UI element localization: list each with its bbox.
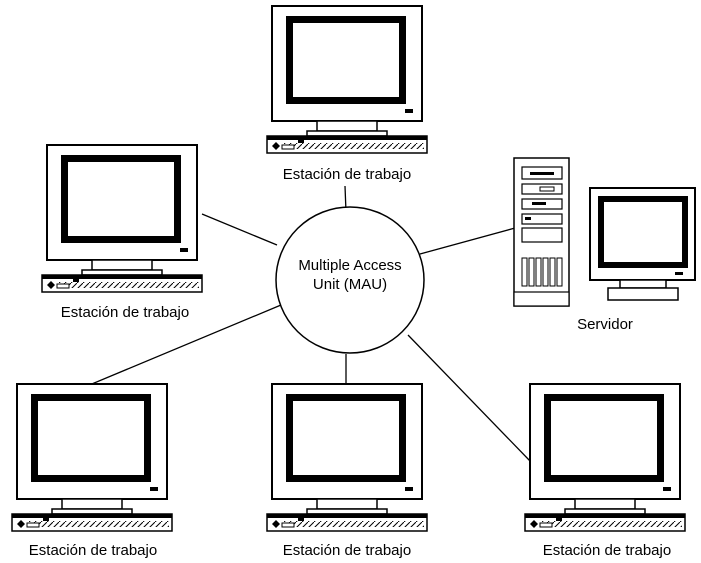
hub-label-line1: Multiple Access [298,257,402,274]
label-workstation-bottom-left: Estación de trabajo [28,542,158,559]
workstation-bottom-right [524,383,686,532]
workstation-bottom-center [266,383,428,532]
workstation-bottom-left [11,383,173,532]
link-bottom-right [407,334,532,463]
link-bottom-left [86,304,282,387]
label-server: Servidor [577,316,633,333]
hub-label-line2: Unit (MAU) [312,276,388,293]
workstation-top [266,5,428,154]
workstation-left [41,144,203,293]
label-workstation-bottom-right: Estación de trabajo [542,542,672,559]
link-left [201,213,278,246]
link-server [419,227,516,255]
mau-hub-label: Multiple Access Unit (MAU) [272,256,428,294]
connection-lines [86,185,532,463]
label-workstation-bottom-center: Estación de trabajo [282,542,412,559]
server-icon [513,157,696,307]
mau-hub-circle [275,206,425,354]
label-workstation-top: Estación de trabajo [282,166,412,183]
label-workstation-left: Estación de trabajo [60,304,190,321]
